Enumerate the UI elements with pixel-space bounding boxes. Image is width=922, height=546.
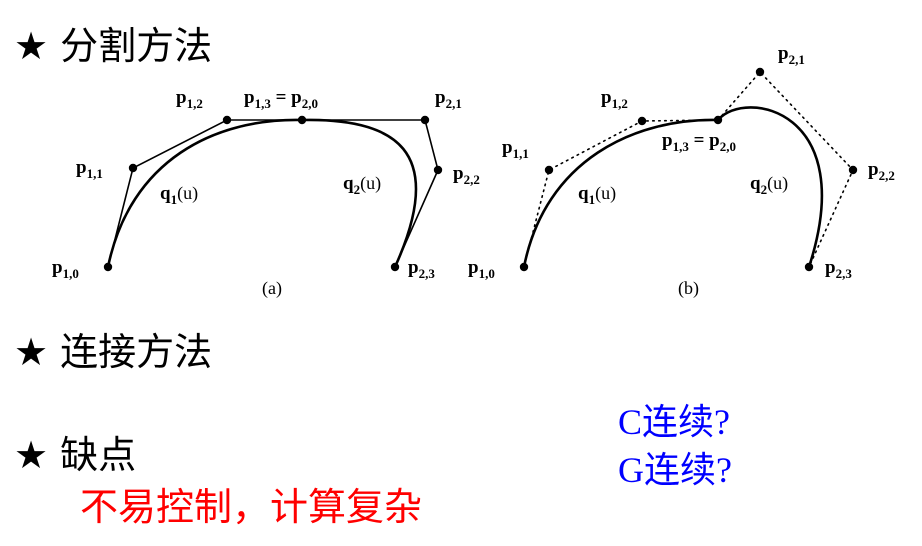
curve-q2 [717, 106, 824, 268]
label-q1: q1(u) [578, 183, 616, 207]
label-p12: p1,2 [176, 87, 203, 111]
label-q1: q1(u) [160, 183, 198, 207]
point-p23 [804, 262, 814, 272]
point-p11 [544, 165, 554, 175]
label-p13-eq-p20: p1,3 = p2,0 [244, 87, 318, 111]
point-p21 [755, 67, 765, 77]
star-icon: ★ [14, 24, 49, 68]
label-p23: p2,3 [408, 257, 435, 281]
control-polygon-q1 [107, 119, 302, 268]
heading-drawback: ★缺点 [14, 433, 136, 477]
point-p10 [519, 262, 529, 272]
g-continuity-question: G连续? [618, 450, 732, 490]
drawback-description: 不易控制，计算复杂 [80, 485, 423, 529]
point-p11 [128, 163, 138, 173]
caption-b: (b) [678, 278, 699, 299]
label-p10: p1,0 [468, 257, 495, 281]
point-p12 [637, 116, 647, 126]
star-icon: ★ [14, 433, 49, 477]
heading-connect-text: 连接方法 [60, 330, 213, 374]
label-q2: q2(u) [750, 173, 788, 197]
star-icon: ★ [14, 330, 49, 374]
curve-q1 [522, 118, 719, 268]
caption-a: (a) [262, 278, 282, 299]
label-p10: p1,0 [52, 257, 79, 281]
point-p12 [222, 115, 232, 125]
label-p22: p2,2 [868, 159, 895, 183]
heading-connect-method: ★连接方法 [14, 330, 212, 374]
figure-b: p1,0 p1,1 p1,2 p1,3 = p2,0 p2,1 p2,2 p2,… [468, 43, 895, 299]
control-polygon-dotted-q1 [523, 119, 719, 268]
label-p21: p2,1 [435, 87, 462, 111]
point-p22 [433, 165, 443, 175]
label-p11: p1,1 [76, 157, 103, 181]
label-p11: p1,1 [502, 137, 529, 161]
point-p23 [390, 262, 400, 272]
point-p21 [420, 115, 430, 125]
heading-split-text: 分割方法 [60, 24, 213, 68]
point-p10 [103, 262, 113, 272]
curve-q1 [106, 118, 303, 268]
control-polygon-q2 [302, 119, 439, 268]
label-p23: p2,3 [825, 257, 852, 281]
heading-drawback-text: 缺点 [60, 433, 137, 477]
c-continuity-question: C连续? [618, 402, 730, 442]
continuity-questions: C连续? G连续? [618, 398, 732, 494]
figure-a: p1,0 p1,1 p1,2 p1,3 = p2,0 p2,1 p2,2 p2,… [52, 87, 480, 299]
curve-q2 [301, 118, 418, 268]
label-p12: p1,2 [601, 87, 628, 111]
control-polygon-dotted-q2 [717, 70, 854, 268]
label-q2: q2(u) [343, 173, 381, 197]
label-p21: p2,1 [778, 43, 805, 67]
label-p22: p2,2 [453, 163, 480, 187]
point-p13 [297, 115, 307, 125]
point-p13 [713, 115, 723, 125]
label-p13-eq-p20: p1,3 = p2,0 [662, 130, 736, 154]
point-p22 [848, 165, 858, 175]
heading-split-method: ★分割方法 [14, 24, 212, 68]
